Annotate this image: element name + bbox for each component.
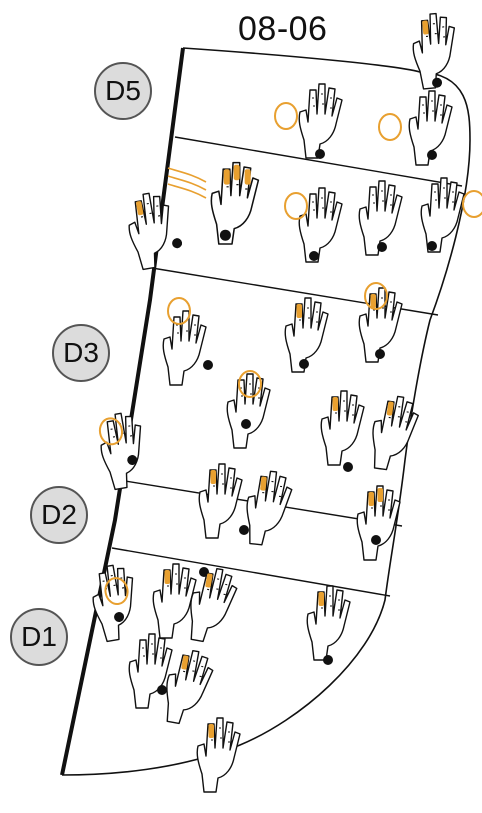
black-dot-marker — [343, 462, 353, 472]
section-badge-d3: D3 — [52, 324, 110, 382]
hand-icon — [357, 486, 400, 560]
black-dot-marker — [203, 360, 213, 370]
black-dot-marker — [375, 349, 385, 359]
section-label: D5 — [105, 75, 141, 107]
hand-icon — [410, 12, 459, 89]
diagram-title: 08-06 — [238, 10, 327, 49]
hand-icon — [129, 634, 172, 708]
hand-icon — [359, 283, 402, 362]
black-dot-marker — [171, 237, 183, 249]
black-dot-marker — [239, 525, 249, 535]
hand-icon — [243, 469, 293, 547]
hand-icon — [421, 178, 482, 252]
black-dot-marker — [157, 685, 167, 695]
finger-highlight — [333, 397, 339, 411]
orange-circle-marker — [285, 193, 307, 219]
orange-circle-marker — [379, 114, 401, 140]
section-label: D3 — [63, 337, 99, 369]
hand-icon — [275, 84, 342, 159]
finger-highlight — [319, 592, 325, 606]
hand-icon — [211, 163, 258, 244]
wave-lines-icon — [168, 168, 206, 198]
hand-sign-group — [88, 12, 482, 792]
section-label: D2 — [41, 499, 77, 531]
finger-highlight — [209, 724, 215, 738]
hand-icon — [307, 586, 350, 665]
hand-icon — [199, 464, 249, 538]
finger-highlight — [165, 570, 171, 584]
finger-highlight — [224, 169, 230, 184]
finger-highlight — [371, 294, 377, 308]
hand-icon — [285, 298, 328, 372]
hand-icon — [285, 188, 342, 262]
hand-icon — [163, 298, 213, 385]
hand-icon — [96, 410, 151, 490]
finger-highlight — [369, 492, 375, 506]
section-badge-d5: D5 — [94, 62, 152, 120]
finger-highlight — [211, 470, 217, 484]
black-dot-marker — [427, 241, 437, 251]
hand-icon — [227, 371, 270, 448]
finger-highlight — [234, 165, 240, 180]
black-dot-marker — [220, 230, 231, 241]
finger-highlight — [378, 488, 384, 502]
finger-highlight — [245, 169, 251, 184]
hand-icon — [321, 391, 364, 472]
black-dot-marker — [377, 242, 387, 252]
orange-circle-marker — [463, 191, 482, 217]
black-dot-marker — [371, 535, 381, 545]
hand-icon — [197, 718, 240, 792]
section-label: D1 — [21, 621, 57, 653]
black-dot-marker — [323, 655, 333, 665]
black-dot-marker — [309, 251, 319, 261]
orange-circle-marker — [275, 103, 297, 129]
black-dot-marker — [315, 149, 325, 159]
section-badge-d1: D1 — [10, 608, 68, 666]
black-dot-marker — [299, 359, 309, 369]
hand-icon — [88, 562, 143, 642]
hand-icon — [124, 189, 186, 271]
finger-highlight — [297, 304, 303, 318]
hand-icon — [368, 394, 421, 473]
hand-icon — [359, 181, 402, 255]
hand-icon — [379, 91, 452, 165]
black-dot-marker — [241, 419, 251, 429]
hand-icon — [185, 565, 240, 645]
section-divider-d2 — [112, 548, 390, 596]
black-dot-marker — [427, 150, 437, 160]
section-badge-d2: D2 — [30, 486, 88, 544]
